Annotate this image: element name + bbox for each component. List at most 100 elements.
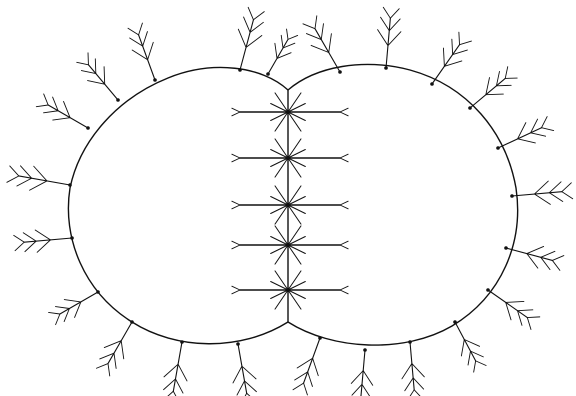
twig-stem bbox=[48, 105, 88, 128]
twig-branch bbox=[534, 181, 548, 194]
twig-node bbox=[70, 236, 74, 240]
twig-branch bbox=[541, 251, 555, 257]
twig-branch bbox=[308, 372, 313, 387]
twig-branch bbox=[139, 23, 143, 35]
twig-mark-2 bbox=[128, 23, 157, 82]
twig-stem bbox=[498, 128, 542, 148]
twig-branch bbox=[468, 351, 470, 365]
twig-branch bbox=[534, 194, 550, 204]
burst-fork bbox=[232, 245, 240, 249]
twig-node bbox=[68, 183, 72, 187]
twig-branch bbox=[405, 378, 413, 391]
twig-branch bbox=[552, 256, 563, 261]
twig-node bbox=[510, 194, 514, 198]
twig-node bbox=[180, 340, 184, 344]
twig-stem bbox=[455, 322, 476, 361]
twig-branch bbox=[253, 12, 264, 20]
twig-stem bbox=[108, 322, 132, 364]
burst-center bbox=[286, 110, 290, 114]
twig-branch bbox=[549, 193, 562, 202]
burst-fork bbox=[340, 108, 348, 112]
twig-stem bbox=[268, 39, 288, 74]
twig-branch bbox=[362, 384, 370, 396]
twig-branch bbox=[275, 43, 277, 58]
twig-node bbox=[266, 72, 270, 76]
twig-branch bbox=[7, 176, 19, 182]
twig-branch bbox=[505, 67, 507, 79]
twig-branch bbox=[313, 358, 319, 375]
twig-branch bbox=[474, 361, 476, 372]
twig-branch bbox=[303, 24, 315, 29]
burst-fork bbox=[340, 245, 348, 249]
twig-node bbox=[130, 320, 134, 324]
burst-fork bbox=[340, 201, 348, 205]
twig-branch bbox=[552, 260, 560, 270]
seam-burst-5 bbox=[232, 271, 348, 309]
twig-branch bbox=[121, 341, 124, 359]
twig-node bbox=[453, 320, 457, 324]
twig-mark-9 bbox=[96, 320, 133, 376]
twig-branch bbox=[14, 235, 24, 242]
twig-branch bbox=[460, 41, 472, 45]
burst-center bbox=[286, 156, 290, 160]
twig-mark-15 bbox=[468, 67, 517, 110]
burst-center bbox=[286, 243, 290, 247]
twig-branch bbox=[549, 182, 561, 193]
twig-branch bbox=[55, 307, 69, 309]
twig-branch bbox=[527, 246, 544, 253]
twig-branch bbox=[175, 379, 183, 393]
twig-branch bbox=[452, 39, 453, 54]
twig-branch bbox=[389, 19, 400, 31]
twig-branch bbox=[104, 67, 105, 84]
seam-burst-4 bbox=[232, 226, 348, 264]
twig-node bbox=[96, 290, 100, 294]
twig-stem bbox=[488, 290, 527, 318]
twig-mark-10 bbox=[164, 340, 187, 396]
twig-mark-22 bbox=[351, 348, 372, 396]
twig-branch bbox=[321, 24, 323, 40]
twig-branch bbox=[53, 118, 70, 120]
twig-branch bbox=[293, 383, 304, 390]
twig-branch bbox=[407, 390, 414, 396]
twig-branch bbox=[143, 32, 148, 47]
burst-fork bbox=[340, 158, 348, 162]
twig-branch bbox=[23, 233, 36, 241]
twig-branch bbox=[49, 312, 60, 314]
twig-branch bbox=[237, 381, 245, 395]
twig-node bbox=[496, 146, 500, 150]
twig-branch bbox=[517, 310, 532, 311]
twig-branch bbox=[10, 166, 19, 176]
twig-stem bbox=[506, 248, 552, 260]
burst-fork bbox=[340, 241, 348, 245]
twig-branch bbox=[164, 391, 174, 396]
burst-fork bbox=[232, 201, 240, 205]
twig-node bbox=[338, 70, 342, 74]
twig-branch bbox=[383, 7, 390, 18]
twig-node bbox=[468, 106, 472, 110]
twig-branch bbox=[527, 317, 539, 318]
twig-branch bbox=[287, 29, 288, 39]
twig-stem bbox=[315, 29, 340, 72]
twig-branch bbox=[352, 384, 362, 395]
twig-branch bbox=[315, 16, 317, 29]
twig-branch bbox=[518, 139, 536, 143]
twig-mark-5 bbox=[36, 94, 89, 130]
twig-branch bbox=[248, 7, 253, 19]
burst-fork bbox=[232, 290, 240, 294]
twig-mark-7 bbox=[14, 230, 74, 252]
twig-mark-4 bbox=[266, 29, 297, 76]
twig-branch bbox=[486, 94, 503, 95]
twig-branch bbox=[388, 32, 401, 46]
burst-fork bbox=[340, 112, 348, 116]
central-spine-marks bbox=[232, 93, 348, 309]
burst-center bbox=[286, 288, 290, 292]
twig-branch bbox=[351, 371, 363, 384]
seam-burst-3 bbox=[232, 186, 348, 224]
twig-mark-12 bbox=[303, 16, 342, 74]
burst-fork bbox=[232, 154, 240, 158]
twig-branch bbox=[56, 314, 60, 325]
twig-branch bbox=[412, 364, 424, 377]
twig-branch bbox=[64, 300, 81, 302]
